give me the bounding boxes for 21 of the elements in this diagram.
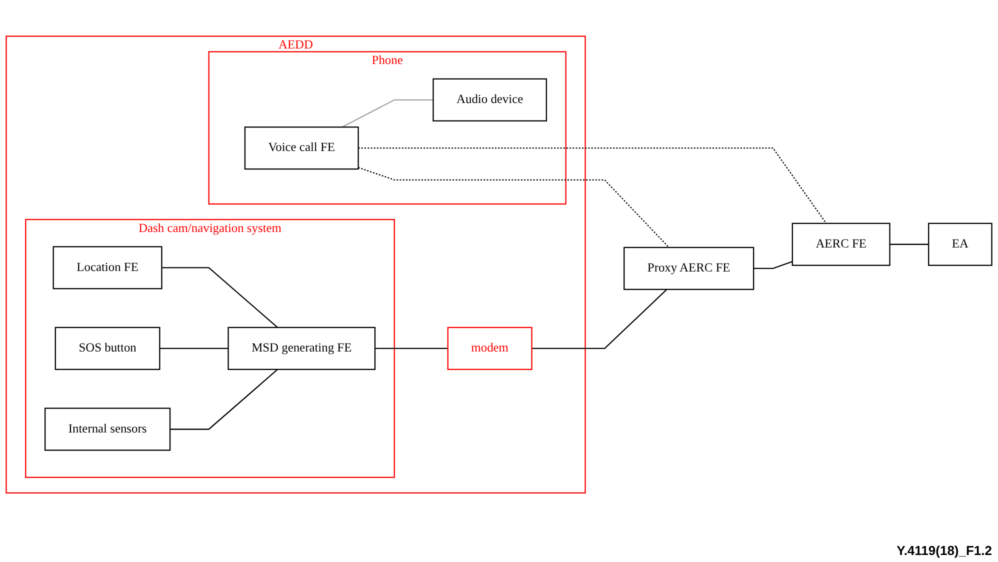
connector [374, 348, 448, 350]
node-box: SOS button [54, 327, 160, 370]
node-box: Location FE [52, 246, 162, 290]
connector [358, 148, 827, 224]
node-box: EA [928, 223, 992, 266]
connector [170, 369, 278, 430]
connector [890, 244, 929, 246]
node-box: Proxy AERC FE [624, 247, 754, 290]
connector [532, 289, 668, 350]
node-box: Voice call FE [244, 126, 359, 170]
connector [358, 167, 670, 248]
node-box: AERC FE [792, 223, 890, 266]
node-box: MSD generating FE [228, 327, 376, 370]
node-box: Audio device [432, 78, 548, 122]
connector [160, 348, 228, 350]
node-box: modem [447, 327, 532, 370]
connector [754, 261, 793, 270]
connector [162, 268, 278, 328]
node-box: Internal sensors [44, 408, 171, 452]
connector [342, 100, 434, 128]
figure-number: Y.4119(18)_F1.2 [896, 543, 992, 558]
